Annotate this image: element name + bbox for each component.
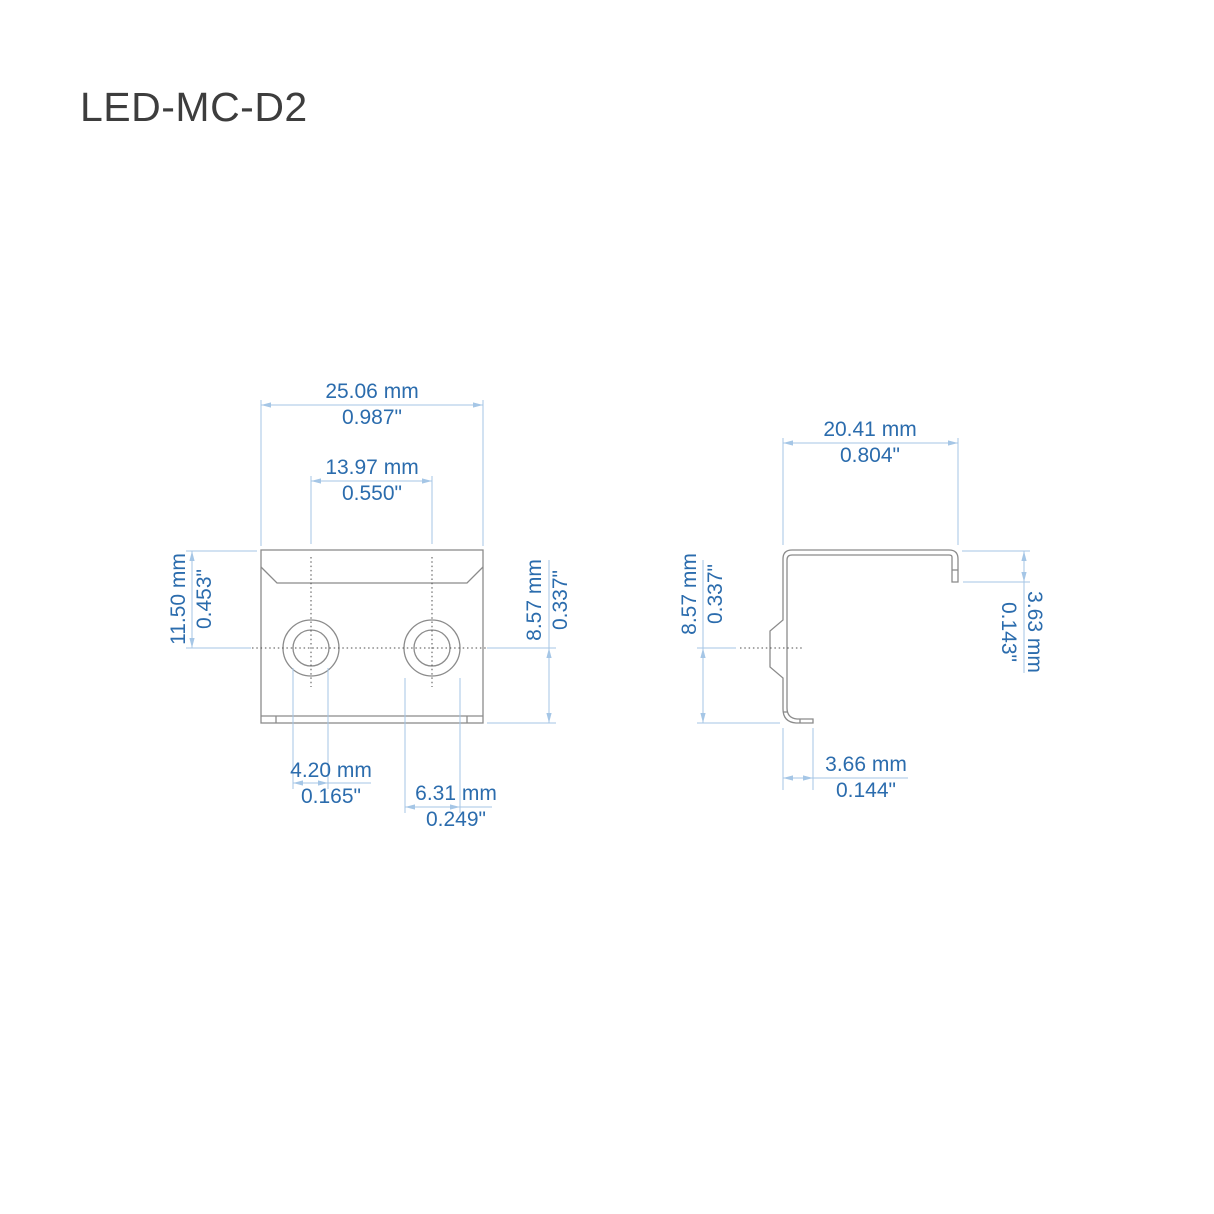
- arrowhead: [948, 440, 958, 446]
- dimline-front-hole-inner: [292, 668, 371, 789]
- arrowhead: [473, 402, 483, 408]
- dim-side-lip-label: 3.63 mm 0.143": [995, 591, 1047, 673]
- arrowhead: [261, 402, 271, 408]
- front-view: [252, 549, 488, 724]
- dim-side-height-label: 8.57 mm 0.337": [677, 553, 729, 635]
- arrowhead: [450, 804, 460, 810]
- dim-side-foot-inch: 0.144": [835, 779, 897, 802]
- side-profile-outline: [769, 549, 959, 724]
- dim-front-hole-inner-label: 4.20 mm 0.165": [290, 758, 372, 810]
- front-view-dimensions: [186, 400, 556, 813]
- dimline-side-height: [697, 560, 780, 724]
- dim-side-lip-mm: 3.63 mm: [1023, 591, 1046, 673]
- dim-front-hole-spacing-label: 13.97 mm 0.550": [325, 455, 418, 507]
- dim-side-width-inch: 0.804": [839, 444, 900, 467]
- side-view: [740, 549, 959, 724]
- dim-front-hole-outer-inch: 0.249": [425, 808, 487, 831]
- dim-side-foot-label: 3.66 mm 0.144": [825, 752, 907, 804]
- dim-front-height-left-mm: 11.50 mm: [167, 553, 190, 645]
- front-bottom-tick-marks: [275, 716, 468, 723]
- dimline-front-hole-spacing: [310, 476, 433, 544]
- front-top-fold-line: [260, 566, 484, 584]
- dim-front-hole-spacing-mm: 13.97 mm: [325, 456, 419, 479]
- arrowhead: [293, 780, 303, 786]
- dimline-front-width: [260, 400, 484, 546]
- arrowhead: [803, 775, 813, 781]
- dimline-front-height-right: [487, 560, 556, 724]
- dim-front-width-mm: 25.06 mm: [325, 380, 419, 403]
- arrowhead: [318, 780, 328, 786]
- dim-side-height-mm: 8.57 mm: [678, 553, 701, 635]
- arrowhead: [189, 638, 195, 648]
- dim-front-width-inch: 0.987": [341, 406, 402, 429]
- dim-side-width-label: 20.41 mm 0.804": [823, 417, 916, 469]
- dimline-front-hole-outer: [404, 678, 492, 813]
- dim-front-height-right-inch: 0.337": [549, 569, 572, 631]
- dimline-side-lip: [962, 550, 1030, 673]
- dim-front-hole-inner-mm: 4.20 mm: [290, 759, 372, 782]
- dim-front-hole-outer-mm: 6.31 mm: [415, 782, 497, 805]
- side-view-dimensions: [697, 438, 1030, 790]
- arrowhead: [546, 713, 552, 723]
- drawing-title: LED-MC-D2: [80, 84, 308, 130]
- dim-side-width-mm: 20.41 mm: [823, 418, 917, 441]
- arrowhead: [189, 551, 195, 561]
- arrowhead: [422, 478, 432, 484]
- arrowhead: [700, 713, 706, 723]
- arrowhead: [405, 804, 415, 810]
- arrowhead: [1021, 572, 1027, 582]
- dimline-front-height-left: [186, 550, 257, 649]
- dim-side-foot-mm: 3.66 mm: [825, 753, 907, 776]
- dim-front-width-label: 25.06 mm 0.987": [325, 379, 418, 431]
- dim-side-lip-inch: 0.143": [997, 601, 1020, 663]
- dim-front-height-right-mm: 8.57 mm: [523, 559, 546, 641]
- dim-front-height-left-label: 11.50 mm 0.453": [166, 553, 218, 645]
- arrowhead: [700, 648, 706, 658]
- arrowhead: [783, 775, 793, 781]
- arrowhead: [1021, 551, 1027, 561]
- dim-front-hole-inner-inch: 0.165": [300, 785, 362, 808]
- arrowhead: [783, 440, 793, 446]
- front-outline: [260, 549, 484, 724]
- dim-front-hole-outer-label: 6.31 mm 0.249": [415, 781, 497, 833]
- arrowhead: [311, 478, 321, 484]
- dimline-side-width: [782, 438, 959, 545]
- dim-front-hole-spacing-inch: 0.550": [341, 482, 402, 505]
- dim-front-height-right-label: 8.57 mm 0.337": [522, 559, 574, 641]
- dim-side-height-inch: 0.337": [704, 563, 727, 625]
- arrowhead: [546, 648, 552, 658]
- dim-front-height-left-inch: 0.453": [193, 568, 216, 630]
